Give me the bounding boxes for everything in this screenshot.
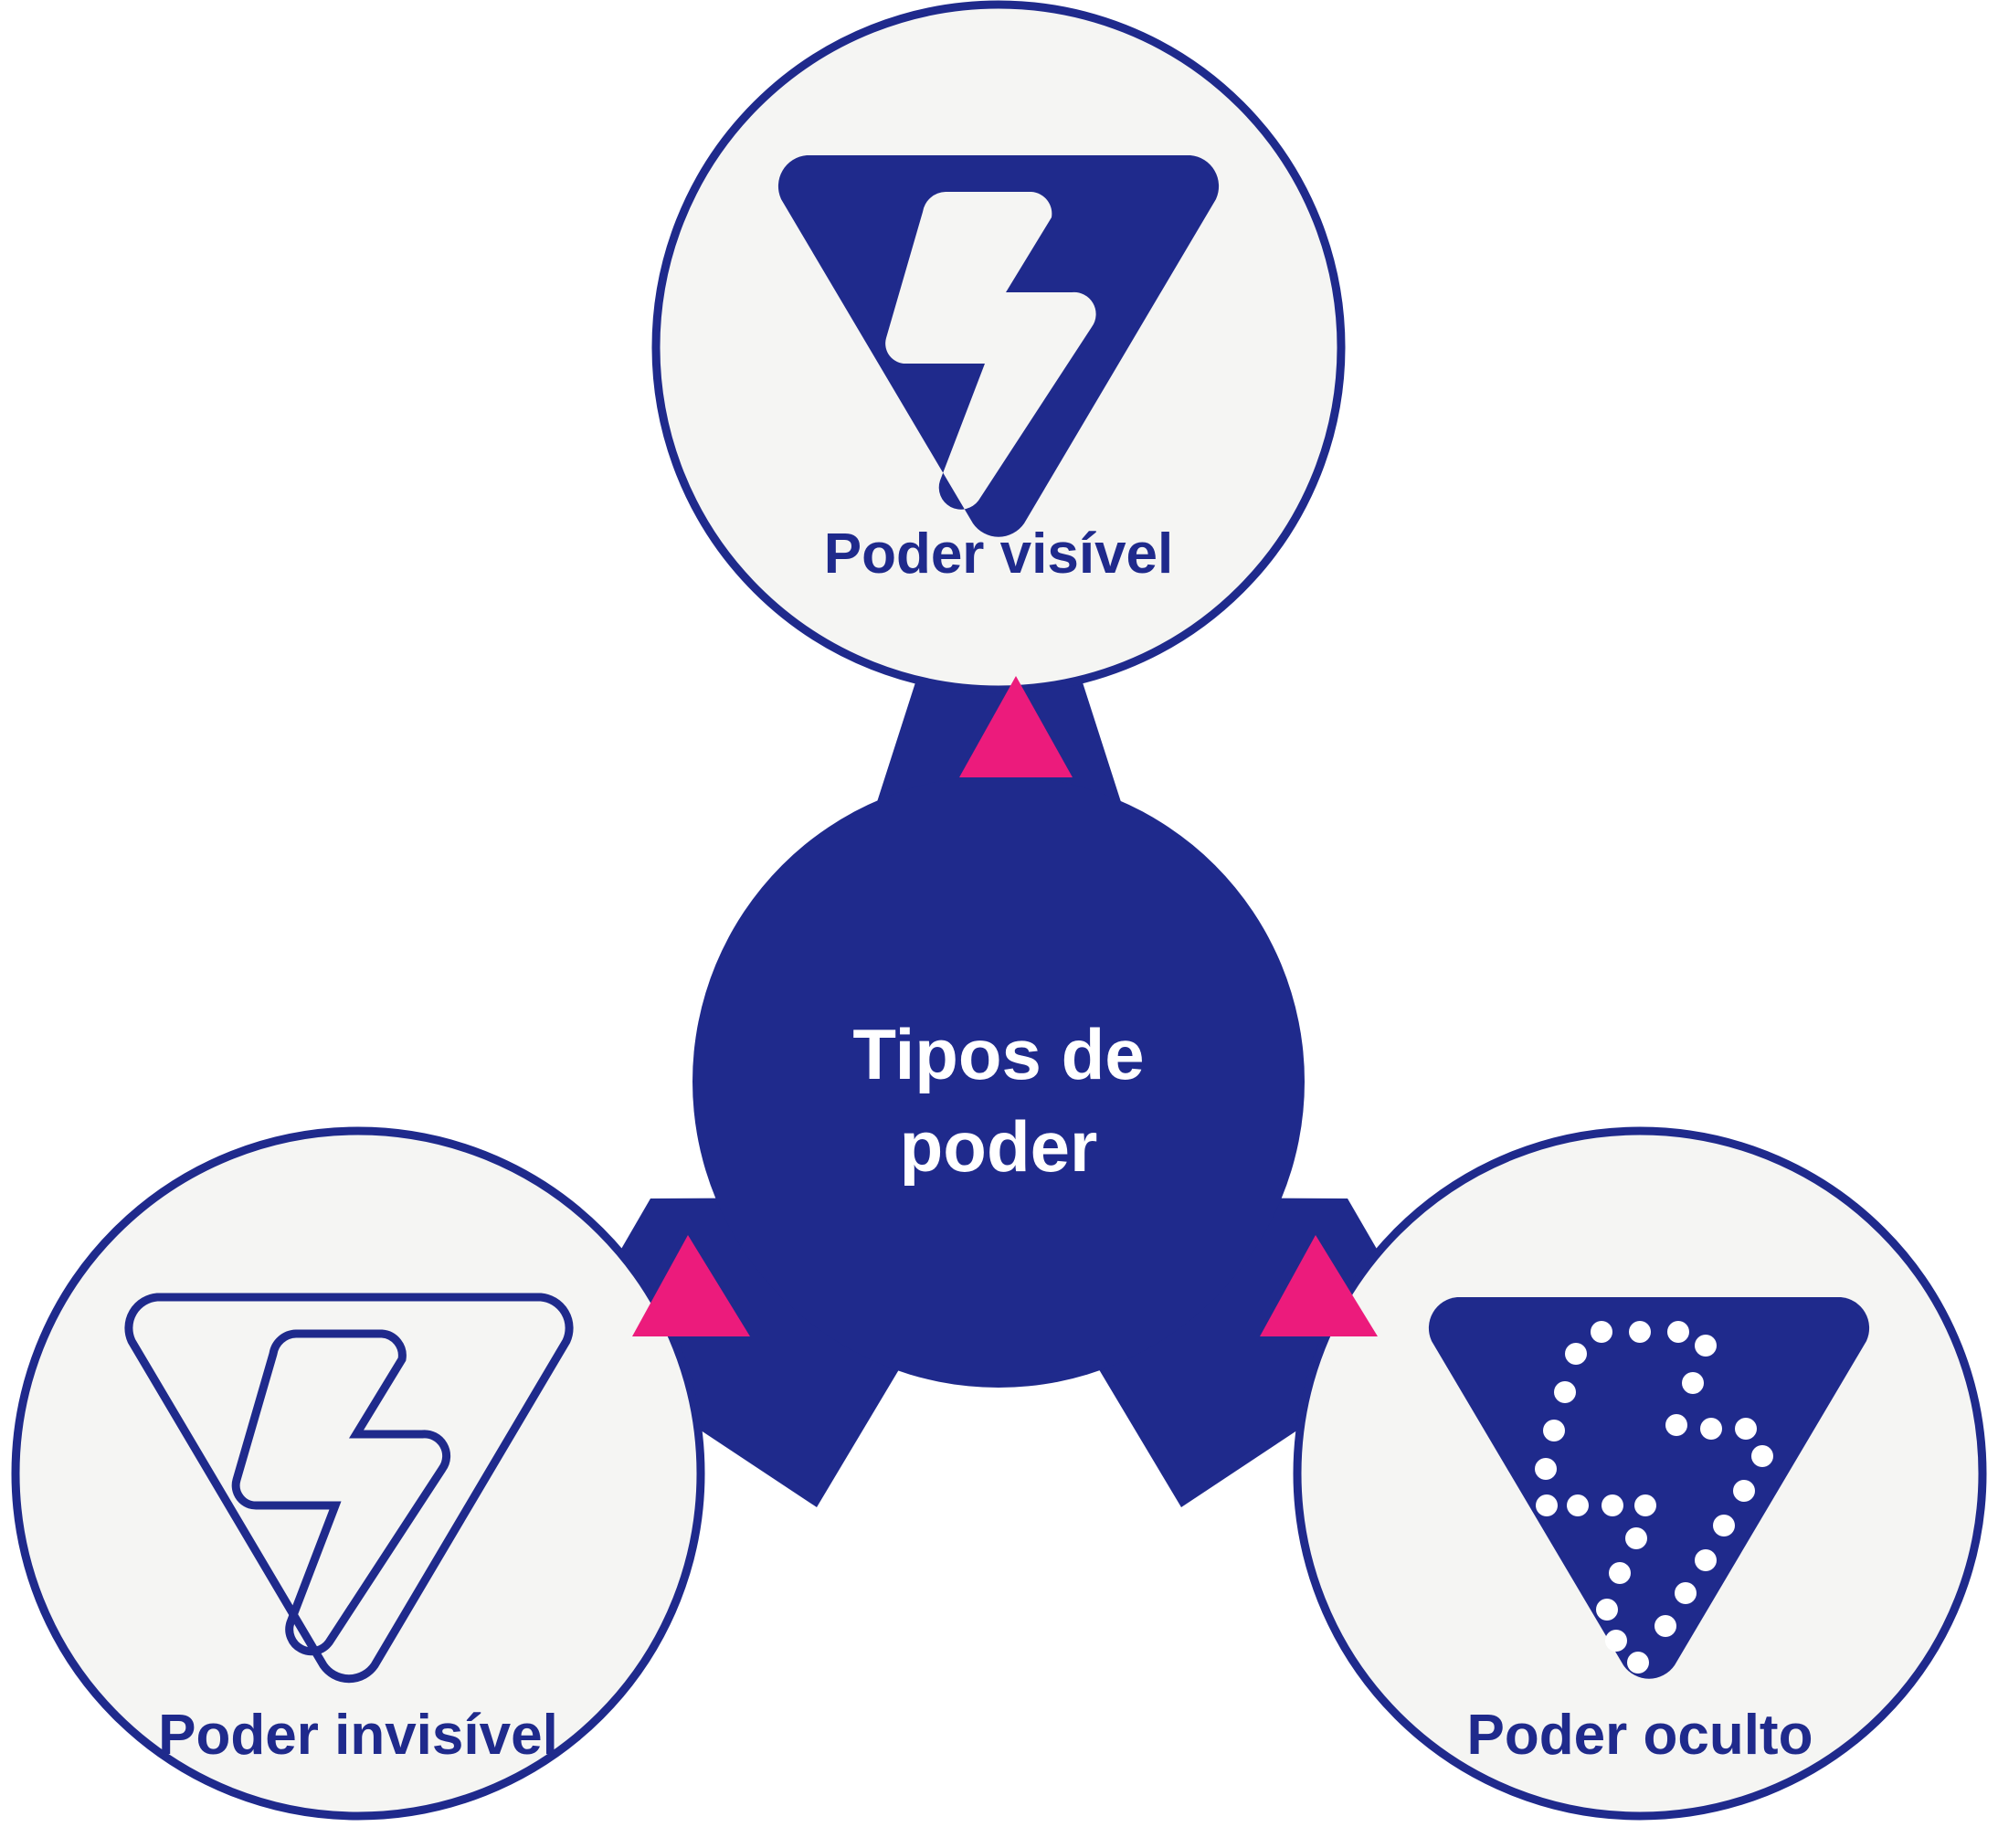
hub-circle xyxy=(692,776,1305,1388)
hub-label-line2: poder xyxy=(900,1106,1098,1187)
node-circle-poder-invisivel xyxy=(11,1126,705,1821)
hub-node[interactable]: Tipos de poder xyxy=(692,776,1305,1388)
node-label-poder-invisivel: Poder invisível xyxy=(158,1704,558,1767)
node-label-poder-visivel: Poder visível xyxy=(824,523,1174,586)
marker-group xyxy=(632,676,1378,1336)
node-label-poder-oculto: Poder oculto xyxy=(1467,1704,1813,1767)
node-poder-oculto[interactable]: Poder oculto xyxy=(1293,1126,1987,1821)
triangle-up-marker-bottom-left xyxy=(632,1235,750,1336)
node-poder-visivel[interactable]: Poder visível xyxy=(651,0,1346,694)
node-circle-poder-visivel xyxy=(651,0,1346,694)
triangle-up-marker-top xyxy=(959,676,1073,777)
node-poder-invisivel[interactable]: Poder invisível xyxy=(11,1126,705,1821)
triangle-up-marker-bottom-right xyxy=(1260,1235,1378,1336)
hub-label-line1: Tipos de xyxy=(852,1014,1144,1094)
